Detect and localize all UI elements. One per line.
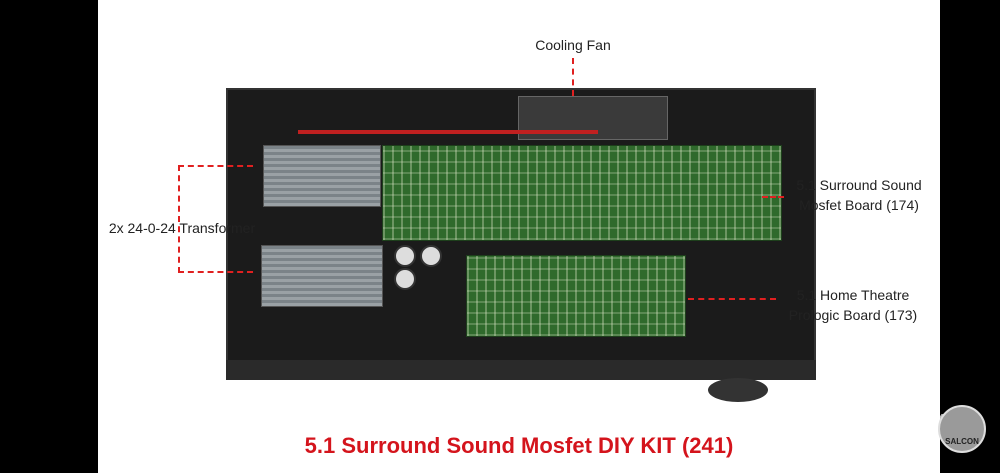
front-panel	[226, 360, 816, 380]
mosfet-board-label-line1: 5.1 Surround Sound	[796, 177, 922, 193]
volume-knob	[708, 378, 768, 402]
transformer-bottom	[261, 245, 383, 307]
product-title: 5.1 Surround Sound Mosfet DIY KIT (241)	[304, 433, 734, 458]
transformer-label: 2x 24-0-24 Transformer	[108, 220, 256, 236]
product-image: Cooling Fan 2x 24-0-24 Transformer 5.1 S…	[98, 0, 940, 473]
transformer-bracket	[178, 165, 253, 273]
prologic-board-label-line1: 5.1 Home Theatre	[796, 287, 910, 303]
mosfet-board-arrow	[762, 196, 784, 198]
capacitor	[420, 245, 442, 267]
prologic-board	[466, 255, 686, 337]
prologic-board-label: 5.1 Home Theatre Prologic Board (173)	[773, 285, 933, 325]
mosfet-board	[382, 145, 782, 241]
capacitor	[394, 245, 416, 267]
mosfet-board-label: 5.1 Surround Sound Mosfet Board (174)	[784, 175, 934, 215]
cooling-fan-arrow	[572, 58, 574, 96]
red-wires	[298, 130, 598, 134]
transformer-top	[263, 145, 381, 207]
cooling-fan-label: Cooling Fan	[535, 37, 611, 53]
capacitor	[394, 268, 416, 290]
mosfet-board-label-line2: Mosfet Board (174)	[799, 197, 919, 213]
salcon-badge: SALCON	[938, 405, 986, 453]
prologic-board-label-line2: Prologic Board (173)	[788, 307, 918, 323]
prologic-board-arrow	[688, 298, 776, 300]
